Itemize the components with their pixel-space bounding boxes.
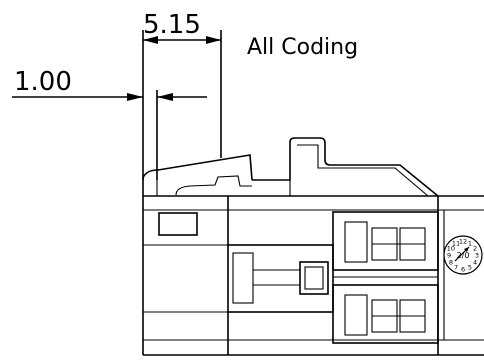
cavity-lower [332,284,439,344]
dial-number-10: 10 [447,245,455,253]
dial-ring [443,235,483,275]
dimension-5-15: 5.15 [142,10,222,180]
arrowhead-in-left [127,93,143,101]
dial-number-1: 1 [468,239,472,247]
dial-number-5: 5 [468,264,472,272]
connector-housing [142,137,484,356]
dimension-label-5-15: 5.15 [143,10,201,40]
dial-number-4: 4 [473,259,477,267]
latch-ramp [142,154,253,183]
dial-number-7: 7 [454,264,458,272]
left-window [158,212,198,236]
dial-number-8: 8 [449,259,453,267]
arrowhead-right [206,36,221,44]
cavity-lower-slot-a [344,294,368,336]
cavity-upper-slot-a [344,221,368,263]
dial-number-9: 9 [447,252,451,260]
center-latch-window [299,261,329,295]
center-latch-window-inner [304,266,324,290]
upper-shroud-inner [297,144,429,197]
center-block [227,244,334,313]
note-all-coding: All Coding [247,35,358,60]
arrowhead-in-right [157,93,173,101]
dimension-1-00: 1.00 [12,67,207,180]
dial-center-text: 2/0 [457,251,470,260]
dial-number-6: 6 [461,266,465,274]
dial-pointer-tip [464,247,469,252]
upper-shroud [252,137,439,197]
dial-number-11: 11 [452,239,460,247]
center-block-notch [232,252,254,304]
dimension-label-1-00: 1.00 [14,67,72,97]
dial-number-3: 3 [475,252,479,260]
cavity-upper [332,211,439,271]
arrowhead-left [143,36,158,44]
dial-number-12: 12 [459,238,467,246]
dial-number-2: 2 [473,245,477,253]
latch-profile [175,175,252,196]
